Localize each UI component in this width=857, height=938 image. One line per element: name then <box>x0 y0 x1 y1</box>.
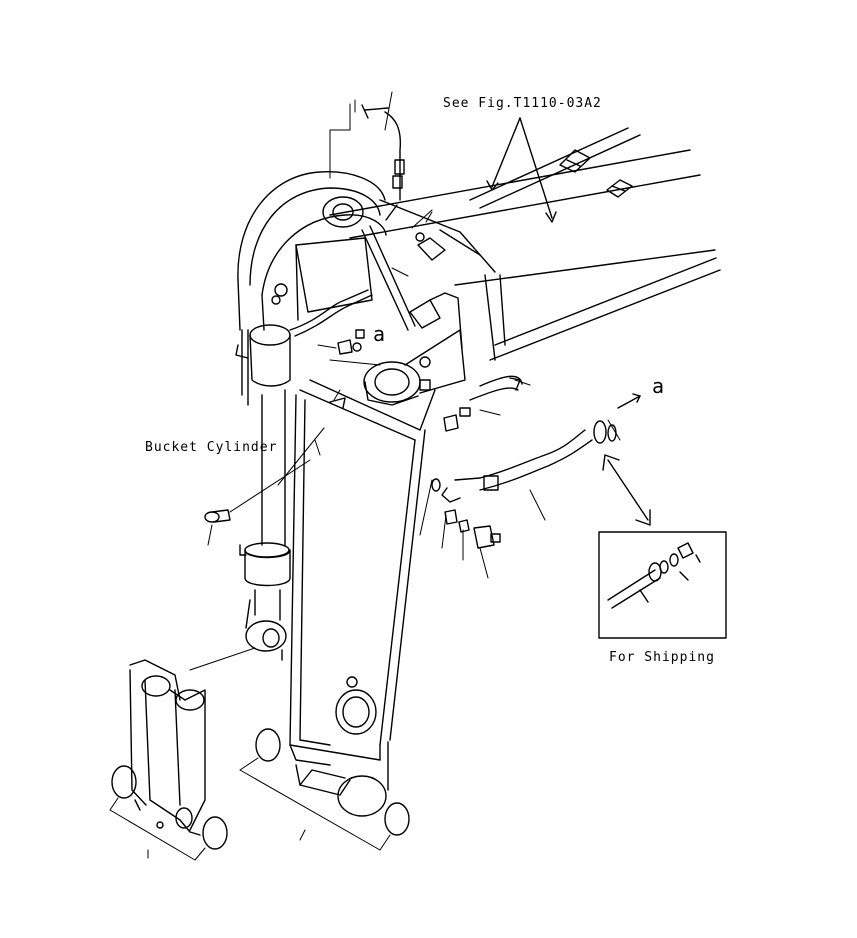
shipping-arrow <box>602 454 651 526</box>
shims <box>111 728 410 850</box>
bucket-cylinder <box>235 324 291 661</box>
arm-body <box>289 379 436 817</box>
leader-lines <box>109 91 621 861</box>
marker-a-upper: a <box>373 322 387 346</box>
boom <box>329 127 721 361</box>
reference-arrows <box>486 117 557 223</box>
arm-pin-boss <box>363 292 466 406</box>
fittings <box>204 232 521 549</box>
bucket-cylinder-label: Bucket Cylinder <box>145 440 278 455</box>
for-shipping-label: For Shipping <box>609 650 715 665</box>
marker-a-right: a <box>652 374 666 398</box>
reference-fig-label: See Fig.T1110-03A2 <box>443 96 602 111</box>
hoses <box>289 104 641 503</box>
arm-top <box>237 171 416 331</box>
for-shipping-box <box>598 531 727 639</box>
bucket-link <box>129 659 206 836</box>
